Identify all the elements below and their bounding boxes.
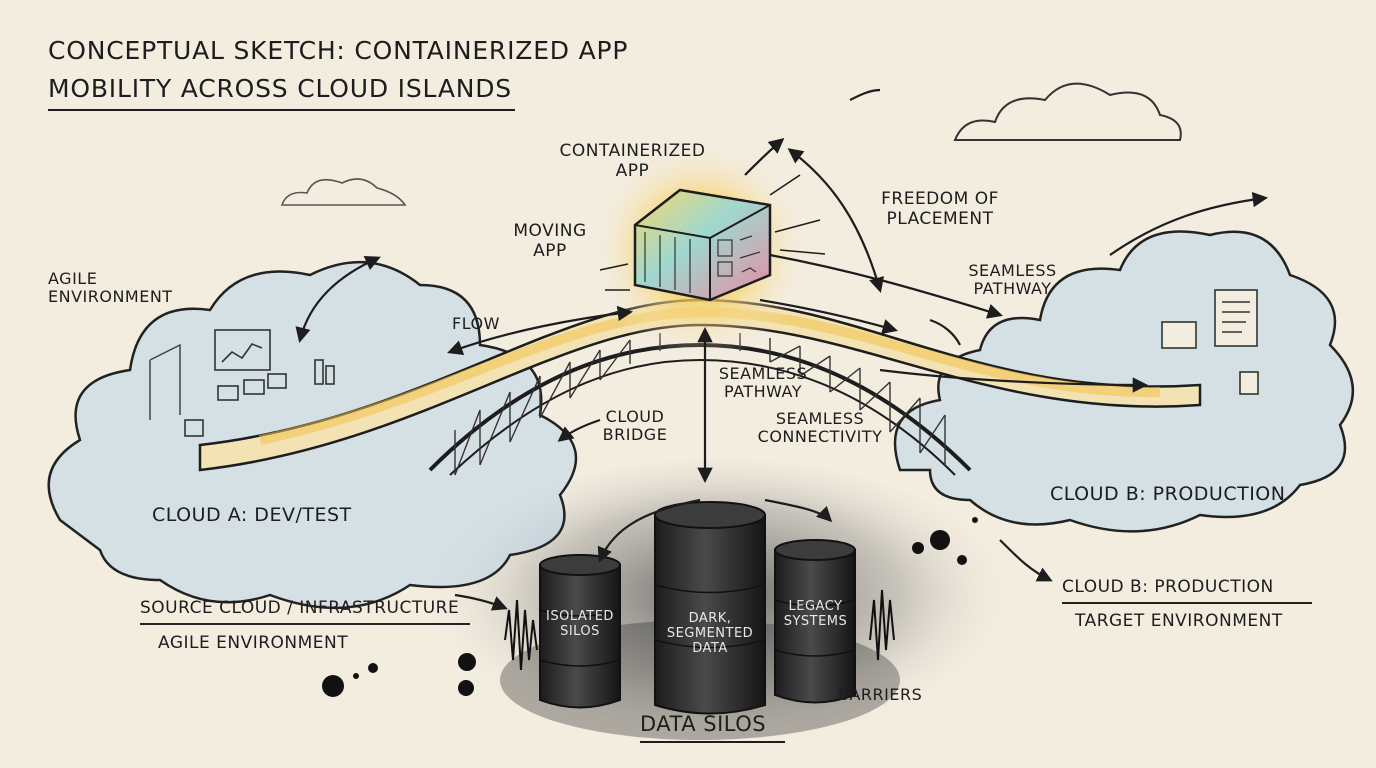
- barriers-label: Barriers: [838, 685, 923, 704]
- agile-environment-bottom-label: Agile environment: [158, 633, 349, 653]
- sky-cloud-icon: [953, 82, 1182, 141]
- sky-cloud-small-icon: [280, 178, 407, 206]
- isolated-silos-label: Isolated silos: [546, 609, 614, 639]
- cloud-bridge-label: Cloud bridge: [602, 407, 668, 445]
- barrier-squiggle: [869, 589, 895, 661]
- container-icon: [633, 188, 772, 302]
- cloud-a-label: Cloud A: Dev/Test: [152, 504, 352, 526]
- legacy-systems-label: Legacy systems: [783, 599, 848, 629]
- flow-arrows: [295, 88, 1269, 611]
- source-cloud-label: Source cloud / infrastructure: [140, 598, 470, 625]
- containerized-app-label: Containerized app: [559, 141, 706, 181]
- seamless-pathway-center-label: Seamless pathway: [718, 364, 808, 402]
- seamless-connectivity-label: Seamless connectivity: [757, 409, 883, 447]
- target-environment-label: Target environment: [1075, 611, 1283, 631]
- agile-environment-top-label: Agile environment: [48, 269, 173, 307]
- flow-label: Flow: [452, 314, 500, 333]
- cloud-b-label: Cloud B: Production: [1050, 483, 1286, 505]
- data-silos-label: Data silos: [640, 712, 767, 736]
- document-icon: [1161, 289, 1259, 395]
- diagram-title: Conceptual sketch: containerized app mob…: [48, 36, 629, 103]
- seamless-pathway-right-label: Seamless pathway: [968, 261, 1057, 299]
- barrier-squiggle: [504, 599, 538, 671]
- cloud-b-target-label: Cloud B: Production: [1062, 577, 1312, 604]
- barrel-icon: [774, 539, 856, 704]
- chart-icon: [184, 329, 335, 437]
- freedom-of-placement-label: Freedom of placement: [881, 189, 999, 229]
- motion-lines: [599, 174, 826, 291]
- dark-segmented-data-label: Dark, segmented data: [666, 611, 754, 656]
- moving-app-label: Moving app: [513, 221, 587, 261]
- ink-splatter: [322, 517, 978, 697]
- barrel-icon: [654, 501, 766, 715]
